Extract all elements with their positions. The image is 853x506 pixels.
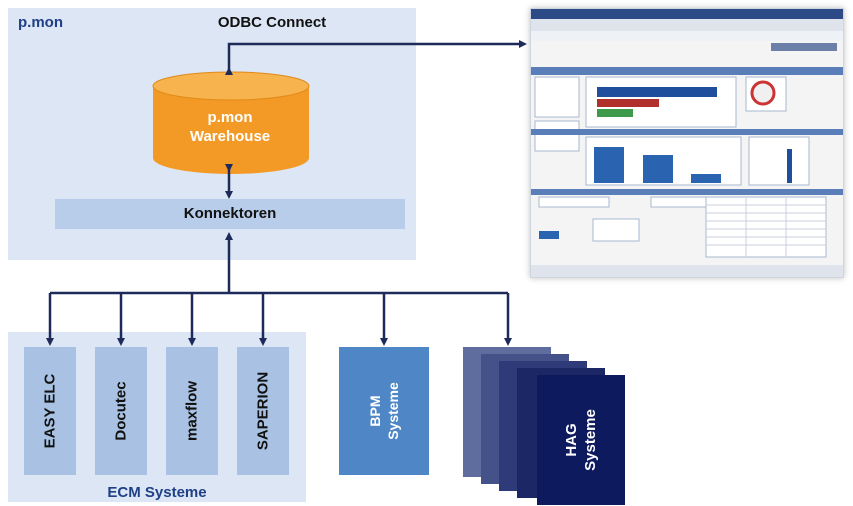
konnektoren-bar	[55, 199, 405, 229]
warehouse-label: p.mon Warehouse	[155, 108, 305, 146]
ecm-system-maxflow: maxflow	[166, 347, 218, 475]
konnektoren-label: Konnektoren	[183, 205, 277, 222]
dashboard-screenshot-thumbnail	[530, 8, 844, 278]
ecm-group-label: ECM Systeme	[107, 484, 207, 501]
hag-systeme-box: HAG Systeme	[537, 375, 625, 505]
warehouse-label-line2: Warehouse	[189, 128, 271, 145]
ecm-system-docutec: Docutec	[95, 347, 147, 475]
database-cylinder-icon	[152, 71, 310, 174]
odbc-arrow	[225, 40, 527, 75]
odbc-connect-label: ODBC Connect	[217, 14, 327, 31]
dashboard-thumbnail-drawing	[531, 9, 843, 277]
ecm-system-easy-elc: EASY ELC	[24, 347, 76, 475]
warehouse-label-line1: p.mon	[207, 109, 253, 126]
ecm-system-saperion: SAPERION	[237, 347, 289, 475]
pmon-label: p.mon	[18, 14, 63, 31]
bpm-systeme-box: BPM Systeme	[339, 347, 429, 475]
